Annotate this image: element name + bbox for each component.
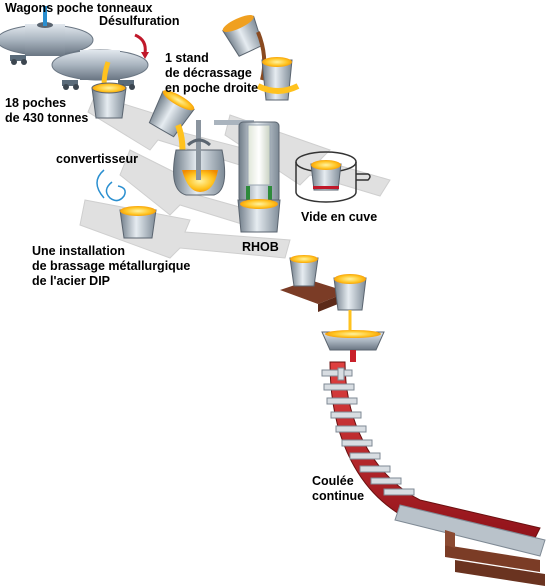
transfer-ladle [91, 82, 127, 119]
rhob-vessel [214, 120, 281, 233]
label-coulee-continue: Coulée continue [312, 474, 365, 503]
label-convertisseur: convertisseur [56, 152, 138, 166]
label-poches: 18 poches de 430 tonnes [5, 96, 89, 125]
deslagging-ladles [222, 15, 300, 101]
label-rhob: RHOB [242, 240, 279, 254]
label-vide-en-cuve: Vide en cuve [301, 210, 378, 224]
vacuum-tank [295, 151, 371, 203]
converter [173, 120, 226, 196]
dip-stirring-ladle [96, 169, 157, 239]
slab-stack [445, 530, 545, 586]
label-desulfuration: Désulfuration [99, 14, 180, 28]
label-dip: Une installation de brassage métallurgiq… [32, 244, 191, 288]
tundish [321, 330, 385, 362]
label-wagons: Wagons poche tonneaux [5, 1, 153, 15]
torpedo-ladle-wagon-2 [51, 33, 149, 90]
caster-ladle-turret [280, 255, 367, 330]
caster-strand [321, 361, 546, 557]
label-stand-decrassage: 1 stand de décrassage en poche droite [165, 51, 259, 95]
